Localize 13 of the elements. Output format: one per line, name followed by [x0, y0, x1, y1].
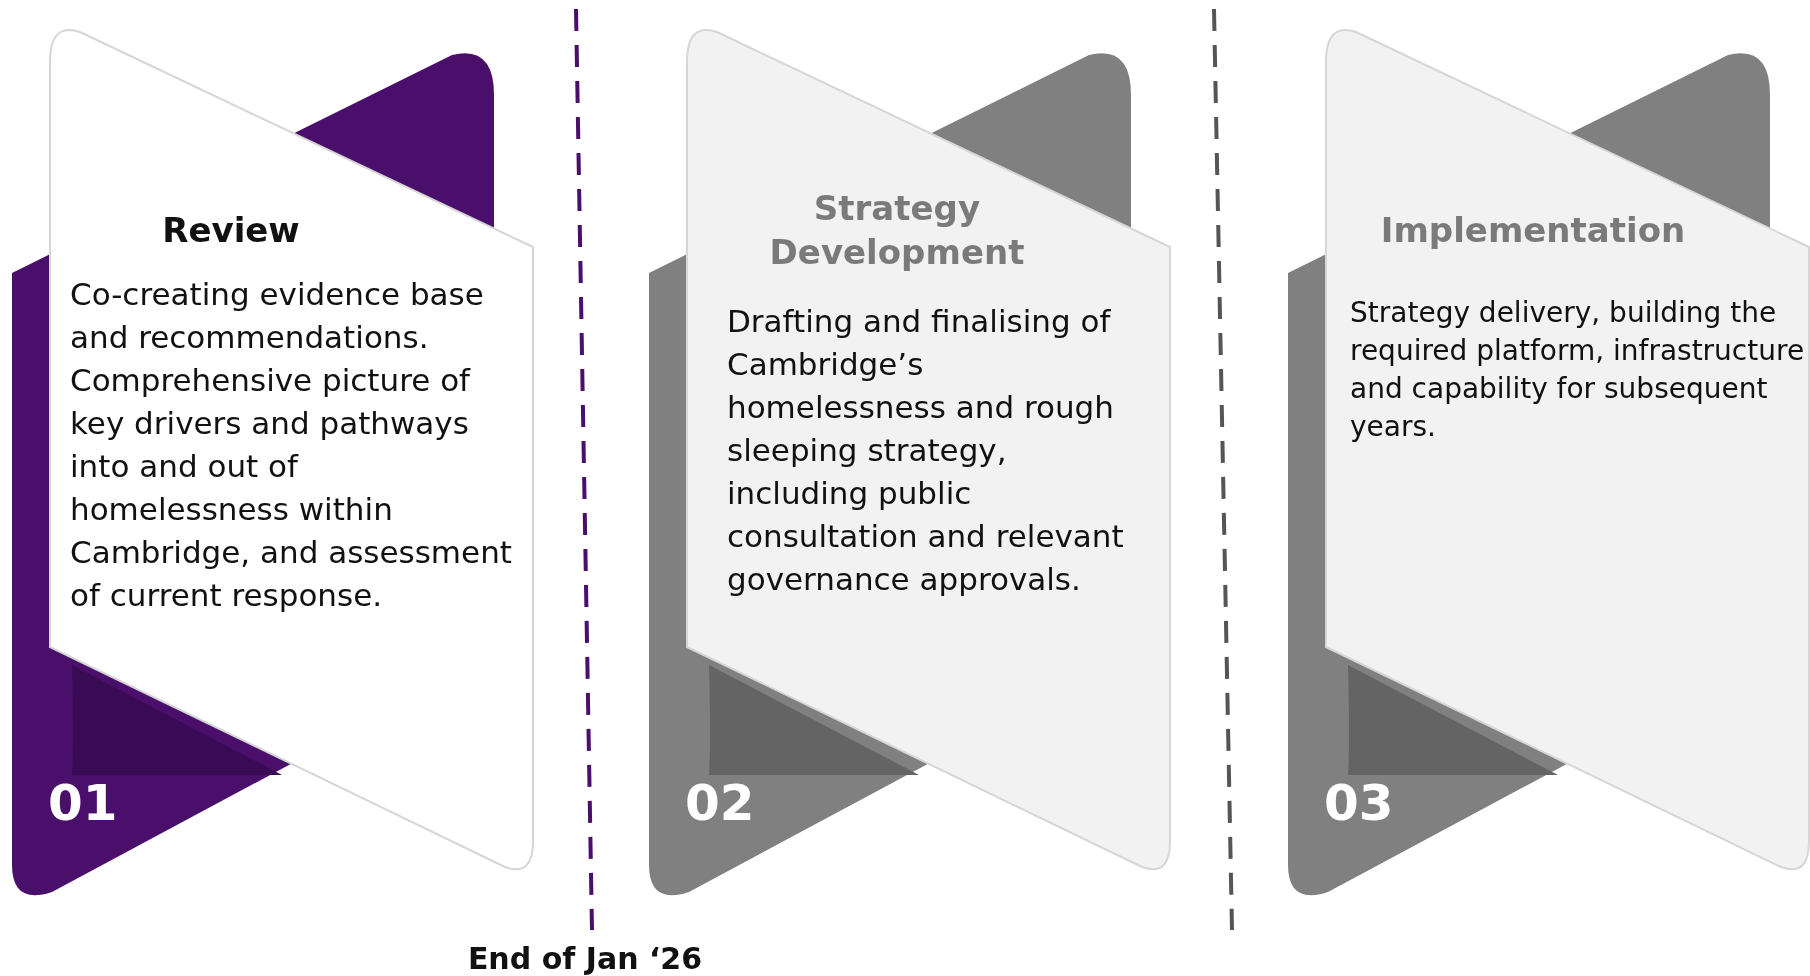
step-number: 01 [48, 773, 118, 833]
milestone-label: End of Jan ‘26 [466, 940, 704, 976]
hexagon-card [50, 32, 533, 871]
hexagon-card [687, 32, 1170, 871]
stage-heading: Implementation [1379, 209, 1687, 252]
step-number: 03 [1324, 773, 1394, 833]
hexagon-card [1326, 32, 1809, 871]
stage-heading: Review [161, 209, 301, 252]
stage-heading: Strategy Development [768, 187, 1026, 274]
stage-description: Co-creating evidence base and recommendations. Comprehensive picture of key drivers and pathways into and out of homelessness within Cambridge, and assessment of current response. [70, 275, 513, 615]
stage-description: Strategy delivery, building the required platform, infrastructure and capability for subsequent years. [1350, 295, 1806, 445]
stage-description: Drafting and finalising of Cambridge’s homelessness and rough sleeping strategy, including public consultation and relevant governance approvals. [727, 302, 1125, 599]
step-number: 02 [685, 773, 755, 833]
